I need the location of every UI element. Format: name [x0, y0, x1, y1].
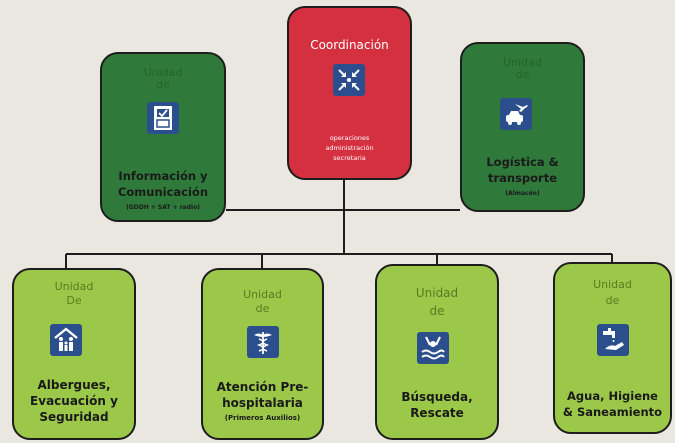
coordination-title: Coordinación — [310, 38, 389, 52]
unit-subtitle: (Primeros Auxilios) — [224, 414, 301, 422]
unit-pre: Unidad — [243, 288, 282, 301]
plane-car-icon — [500, 98, 532, 130]
faucet-hands-icon — [597, 324, 629, 356]
unit-logistica: Unidad de Logística & transporte (Almacé… — [460, 42, 585, 212]
unit-pre: Unidad — [415, 286, 459, 300]
unit-title: Búsqueda, — [401, 390, 473, 404]
unit-title: Rescate — [410, 406, 464, 420]
unit-pre: Unidad — [143, 66, 183, 79]
unit-agua: Unidad de Agua, Higiene & Saneamiento — [553, 262, 672, 434]
unit-pre2: de — [255, 302, 270, 315]
unit-pre2: de — [156, 78, 170, 91]
unit-pre: Unidad — [54, 280, 94, 293]
unit-atencion: Unidad de Atención Pre- hospitalaria (Pr… — [201, 268, 324, 440]
family-shelter-icon — [50, 324, 82, 356]
unit-subtitle: (Almacén) — [505, 190, 540, 197]
unit-pre2: de — [515, 68, 530, 81]
unit-pre2: de — [429, 304, 445, 318]
unit-title: Albergues, — [37, 378, 111, 392]
unit-pre2: de — [605, 294, 620, 307]
unit-title: Agua, Higiene — [567, 389, 658, 403]
unit-pre2: De — [66, 294, 82, 307]
unit-subtitle: (GDDH + SAT + radio) — [126, 204, 200, 211]
unit-title: Atención Pre- — [216, 380, 309, 394]
unit-title: Evacuación y — [30, 394, 118, 408]
unit-pre: Unidad — [593, 278, 632, 291]
unit-albergues: Unidad De Albergues, Evacuación y Seguri… — [12, 268, 136, 440]
unit-pre: Unidad — [503, 56, 542, 69]
caduceus-icon — [247, 326, 279, 358]
unit-busqueda: Unidad de Búsqueda, Rescate — [375, 264, 499, 440]
unit-title: Seguridad — [39, 410, 109, 424]
unit-title: Logística & — [486, 155, 559, 169]
unit-title: Información y — [118, 169, 208, 183]
drowning-person-icon — [417, 332, 449, 364]
unit-title: hospitalaria — [222, 396, 303, 410]
checklist-icon — [147, 102, 179, 134]
unit-title: transporte — [487, 171, 558, 185]
coordination-line: operaciones — [329, 134, 370, 142]
unit-informacion: Unidad de Información y Comunicación (GD… — [100, 52, 226, 222]
coordination-box: Coordinación operaciones administración … — [287, 6, 412, 180]
unit-title: Comunicación — [117, 185, 209, 199]
unit-title: & Saneamiento — [562, 405, 663, 419]
coordination-line: secretaria — [333, 154, 366, 162]
compress-arrows-icon — [333, 64, 365, 96]
coordination-line: administración — [325, 144, 374, 152]
